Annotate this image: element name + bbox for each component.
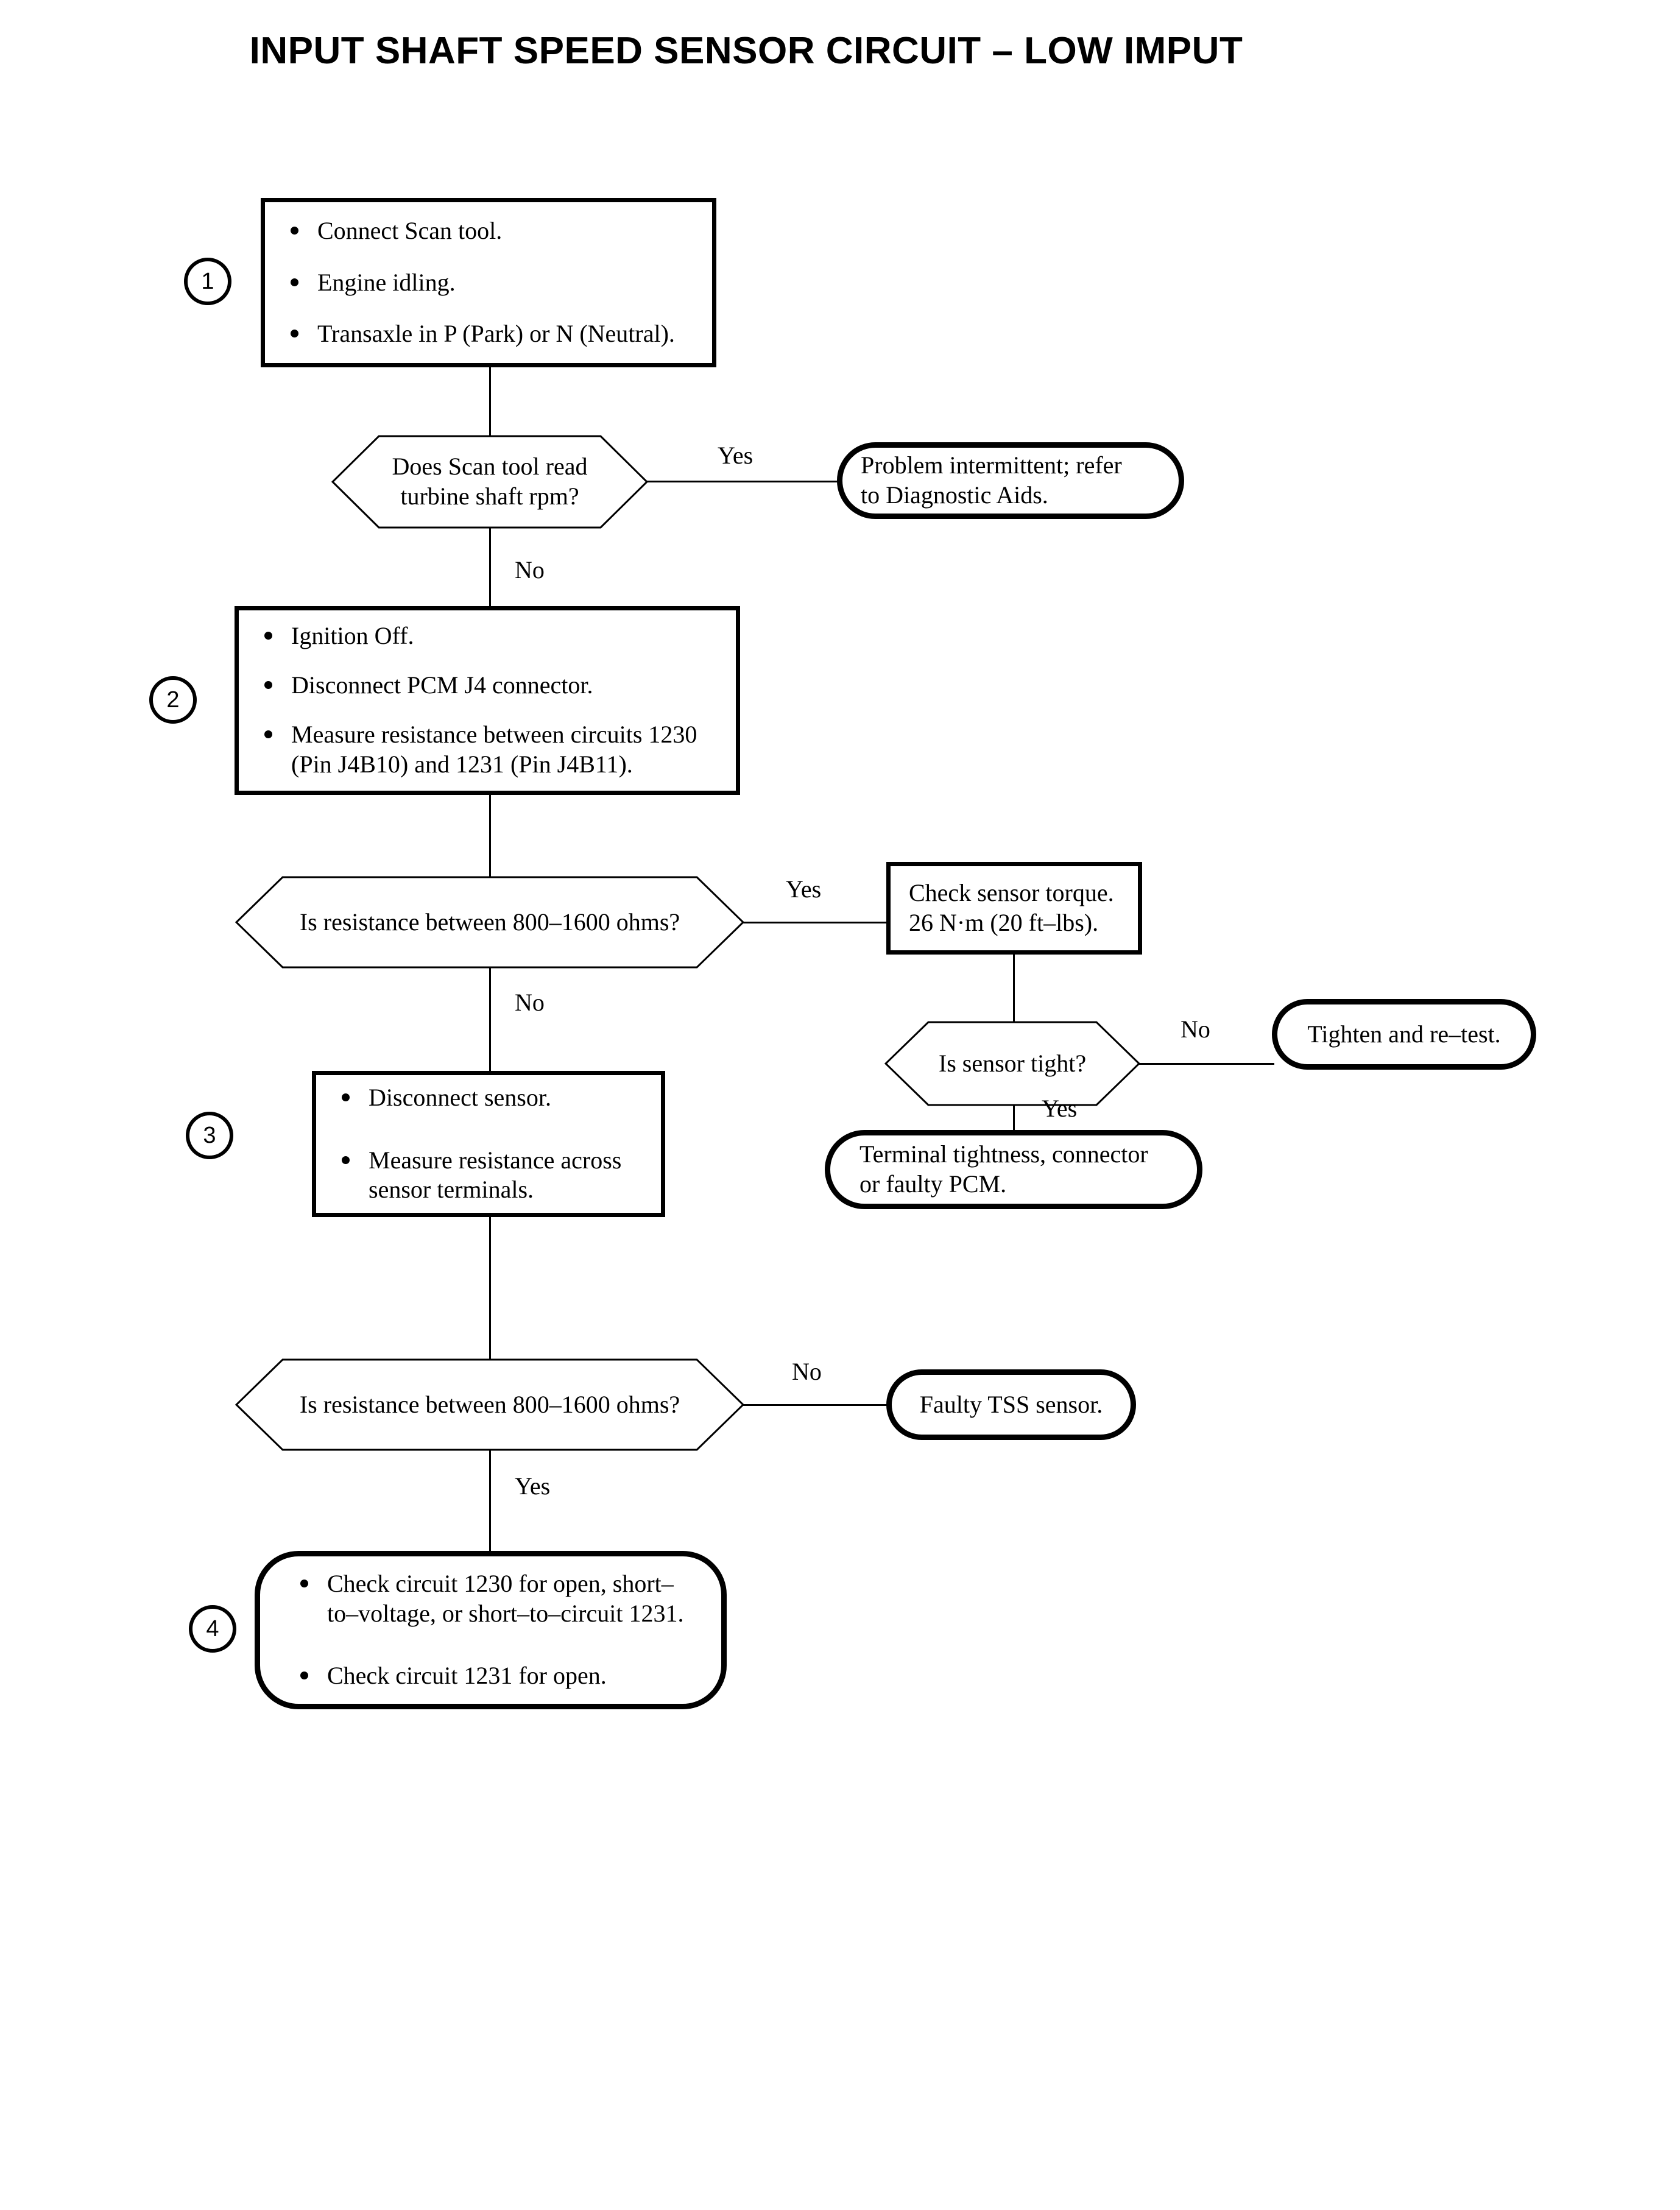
connector-decision2-no xyxy=(489,968,491,1071)
torque-line-2: 26 N·m (20 ft–lbs). xyxy=(909,909,1099,936)
branch-label-decision1-yes: Yes xyxy=(718,442,754,469)
connector-decision4-no xyxy=(743,1404,888,1406)
connector-step3-to-decision4 xyxy=(489,1217,491,1374)
torque-line-1: Check sensor torque. xyxy=(909,879,1114,907)
list-item: Check circuit 1231 for open. xyxy=(295,1661,686,1691)
check-sensor-torque-box: Check sensor torque. 26 N·m (20 ft–lbs). xyxy=(886,862,1142,955)
step-number-1: 1 xyxy=(184,258,231,305)
terminal-faulty-tss-sensor-text: Faulty TSS sensor. xyxy=(919,1390,1103,1418)
list-item: Engine idling. xyxy=(286,268,696,298)
terminal-faulty-tss-sensor: Faulty TSS sensor. xyxy=(886,1369,1136,1440)
list-item: Connect Scan tool. xyxy=(286,216,696,246)
connector-step1-to-decision1 xyxy=(489,367,491,437)
step-4-bullet-list: Check circuit 1230 for open, short–to–vo… xyxy=(260,1569,721,1691)
branch-label-decision4-yes: Yes xyxy=(515,1472,551,1500)
connector-decision4-yes xyxy=(489,1450,491,1553)
decision-2-text: Is resistance between 800–1600 ohms? xyxy=(235,876,744,969)
connector-decision1-no xyxy=(489,528,491,607)
step-3-process-box: Disconnect sensor. Measure resistance ac… xyxy=(312,1071,665,1217)
connector-decision2-yes xyxy=(743,922,888,923)
list-item: Measure resistance across sensor termina… xyxy=(337,1146,645,1206)
step-2-bullet-list: Ignition Off. Disconnect PCM J4 connecto… xyxy=(239,621,736,779)
decision-1-line-1: Does Scan tool read xyxy=(392,453,588,481)
decision-3-hexagon: Is sensor tight? xyxy=(884,1021,1140,1106)
decision-2-line-1: Is resistance between 800–1600 ohms? xyxy=(299,908,680,936)
decision-3-line-1: Is sensor tight? xyxy=(938,1049,1087,1077)
terminal-3-line-2: or faulty PCM. xyxy=(859,1170,1007,1198)
step-2-process-box: Ignition Off. Disconnect PCM J4 connecto… xyxy=(235,606,740,795)
connector-decision3-no xyxy=(1139,1063,1274,1065)
list-item: Measure resistance between circuits 1230… xyxy=(259,720,720,780)
decision-4-hexagon: Is resistance between 800–1600 ohms? xyxy=(235,1358,744,1451)
decision-1-line-2: turbine shaft rpm? xyxy=(400,482,579,510)
step-number-4: 4 xyxy=(189,1605,236,1653)
branch-label-decision3-no: No xyxy=(1181,1015,1210,1043)
step-3-bullet-list: Disconnect sensor. Measure resistance ac… xyxy=(316,1083,661,1205)
terminal-3-line-1: Terminal tightness, connector xyxy=(859,1140,1148,1168)
step-number-3: 3 xyxy=(186,1112,233,1159)
terminal-1-line-1: Problem intermittent; refer xyxy=(861,451,1122,479)
branch-label-decision2-no: No xyxy=(515,989,545,1016)
list-item: Transaxle in P (Park) or N (Neutral). xyxy=(286,319,696,349)
step-4-action-box: Check circuit 1230 for open, short–to–vo… xyxy=(255,1551,727,1709)
terminal-terminal-tightness-text: Terminal tightness, connector or faulty … xyxy=(830,1140,1197,1199)
branch-label-decision2-yes: Yes xyxy=(786,875,822,903)
branch-label-decision1-no: No xyxy=(515,556,545,584)
list-item: Ignition Off. xyxy=(259,621,720,651)
connector-torque-to-decision3 xyxy=(1013,955,1015,1023)
connector-decision1-yes xyxy=(647,481,838,482)
decision-1-hexagon: Does Scan tool read turbine shaft rpm? xyxy=(331,435,648,529)
connector-step2-to-decision2 xyxy=(489,795,491,877)
decision-1-text: Does Scan tool read turbine shaft rpm? xyxy=(331,435,648,529)
check-sensor-torque-text: Check sensor torque. 26 N·m (20 ft–lbs). xyxy=(891,878,1138,938)
terminal-terminal-tightness: Terminal tightness, connector or faulty … xyxy=(825,1130,1202,1209)
terminal-1-line-2: to Diagnostic Aids. xyxy=(861,481,1048,509)
list-item: Check circuit 1230 for open, short–to–vo… xyxy=(295,1569,686,1629)
decision-3-text: Is sensor tight? xyxy=(884,1021,1140,1106)
terminal-tighten-retest: Tighten and re–test. xyxy=(1272,999,1536,1070)
terminal-problem-intermittent-text: Problem intermittent; refer to Diagnosti… xyxy=(842,451,1179,510)
page-title: INPUT SHAFT SPEED SENSOR CIRCUIT – LOW I… xyxy=(249,30,1243,72)
branch-label-decision4-no: No xyxy=(792,1358,822,1385)
step-1-bullet-list: Connect Scan tool. Engine idling. Transa… xyxy=(265,216,712,349)
terminal-tighten-retest-text: Tighten and re–test. xyxy=(1307,1020,1501,1048)
terminal-problem-intermittent: Problem intermittent; refer to Diagnosti… xyxy=(837,442,1184,519)
step-1-process-box: Connect Scan tool. Engine idling. Transa… xyxy=(261,198,716,367)
decision-2-hexagon: Is resistance between 800–1600 ohms? xyxy=(235,876,744,969)
step-number-2: 2 xyxy=(149,676,197,724)
branch-label-decision3-yes: Yes xyxy=(1042,1095,1078,1122)
decision-4-line-1: Is resistance between 800–1600 ohms? xyxy=(299,1390,680,1418)
list-item: Disconnect sensor. xyxy=(337,1083,645,1113)
list-item: Disconnect PCM J4 connector. xyxy=(259,671,720,701)
decision-4-text: Is resistance between 800–1600 ohms? xyxy=(235,1358,744,1451)
